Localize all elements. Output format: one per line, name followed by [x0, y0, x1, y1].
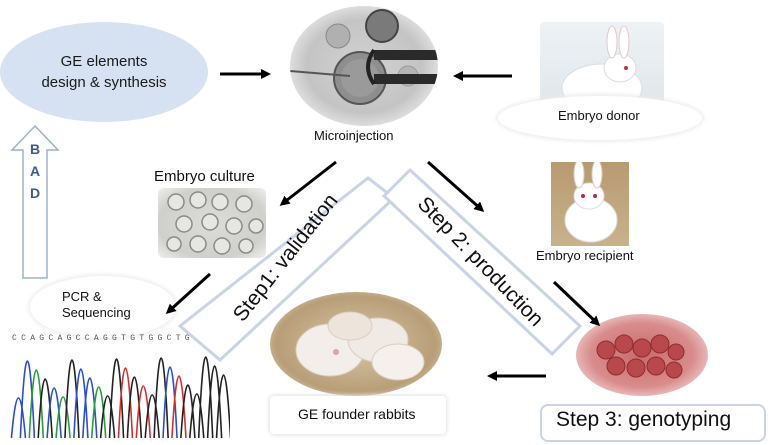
embryo-donor-label: Embryo donor: [558, 108, 640, 123]
sequence-base: C: [48, 334, 54, 343]
embryo-culture-label: Embryo culture: [154, 168, 255, 185]
step3-genotyping-label: Step 3: genotyping: [556, 408, 732, 431]
sequence-base: A: [30, 334, 35, 343]
founder-rabbits-photo: [270, 292, 442, 396]
microinjection-photo: [290, 6, 438, 126]
chromatogram-peak: [135, 385, 152, 439]
chromatogram-peak: [153, 357, 169, 439]
sequence-base: G: [130, 334, 136, 343]
microinjection-label: Microinjection: [314, 128, 394, 143]
embryo-recipient-label: Embryo recipient: [536, 248, 634, 263]
sequence-base: G: [66, 334, 72, 343]
chromatogram-traces: [10, 356, 230, 439]
chromatogram-peak: [10, 397, 27, 439]
step3-genotyping-box: [540, 404, 766, 442]
sequence-base: C: [84, 334, 90, 343]
chromatogram-peak: [37, 378, 54, 439]
chromatogram-peak: [144, 394, 161, 439]
chromatogram-peak: [108, 358, 125, 439]
sequence-base: A: [93, 334, 99, 343]
sequence-base: A: [57, 334, 63, 343]
sequence-base: C: [21, 334, 26, 343]
bad-letter-a: A: [29, 163, 41, 179]
pcr-label-line2: Sequencing: [62, 305, 131, 320]
chromatogram-peak: [73, 368, 89, 439]
chromatogram-peak: [126, 376, 143, 439]
sequence-base: T: [121, 334, 126, 343]
ge-elements-node: GE elements design & synthesis: [0, 22, 208, 122]
chromatogram-peak: [162, 366, 178, 439]
embryo-recipient-photo: [551, 162, 629, 246]
chromatogram-peak: [206, 365, 223, 439]
sequence-base: C: [166, 334, 172, 343]
chromatogram-peak: [180, 384, 196, 439]
chromatogram-peak: [64, 359, 80, 439]
sequence-base: G: [112, 334, 117, 343]
sequence-base: G: [102, 334, 108, 343]
embryo-donor-ellipse: [498, 96, 702, 140]
chromatogram-peak: [46, 387, 62, 439]
sequence-base: G: [148, 334, 154, 343]
sequence-base: G: [157, 334, 163, 343]
sequence-base: C: [12, 334, 17, 343]
sequence-base: T: [175, 334, 181, 343]
chromatogram-peak: [81, 377, 98, 439]
transferred-embryos-photo: [576, 314, 708, 396]
ge-elements-line1: GE elements: [60, 53, 148, 70]
chromatogram-peak: [19, 360, 36, 439]
chromatogram-peak: [171, 375, 187, 439]
sequence-base: G: [39, 334, 45, 343]
step1-band: [177, 176, 397, 363]
bad-up-arrow: [10, 124, 60, 279]
chromatogram-peak: [99, 395, 116, 439]
pcr-label-line1: PCR &: [62, 289, 102, 304]
sequencing-chromatogram: CCAGCAGCCAGGTGTGGCTGGGGG: [8, 326, 230, 440]
chromatogram-peak: [117, 367, 134, 439]
step2-band: [381, 167, 583, 357]
sequence-base: G: [184, 334, 190, 343]
sequence-base: C: [75, 334, 81, 343]
founder-rabbits-box: [270, 396, 446, 434]
bad-letter-d: D: [29, 185, 41, 201]
founder-rabbits-label: GE founder rabbits: [298, 406, 416, 422]
pcr-ellipse: [30, 276, 176, 338]
chromatogram-peak: [55, 396, 71, 439]
ge-elements-line2: design & synthesis: [41, 74, 167, 91]
sequence-base: T: [139, 334, 145, 343]
chromatogram-peak: [188, 393, 205, 439]
chromatogram-peak: [90, 386, 107, 439]
chromatogram-peak: [215, 374, 230, 439]
bad-letter-b: B: [29, 141, 41, 157]
embryo-culture-photo: [158, 188, 266, 258]
bad-label: B A D: [27, 138, 43, 204]
chromatogram-peak: [197, 356, 214, 439]
chromatogram-peak: [28, 369, 45, 439]
